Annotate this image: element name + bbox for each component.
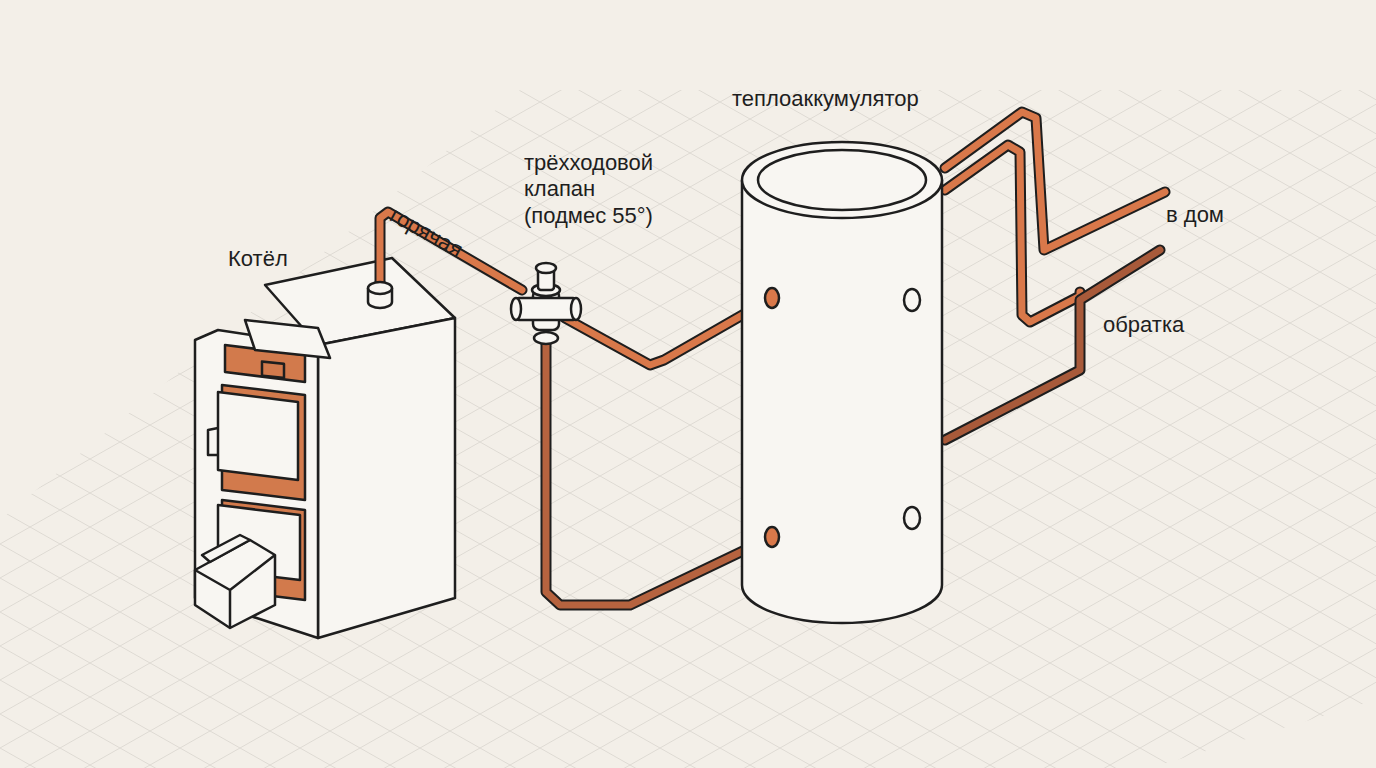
three-way-valve (511, 263, 581, 344)
valve-label: трёхходовой клапан (подмес 55°) (524, 150, 674, 229)
heat-accumulator (742, 142, 942, 623)
return-label: обратка (1103, 312, 1184, 338)
boiler (195, 258, 455, 638)
tank-label: теплоаккумулятор (732, 86, 919, 112)
boiler-outlet (368, 282, 392, 308)
boiler-label: Котёл (228, 246, 288, 272)
outlet-label: в дом (1166, 202, 1224, 228)
floor-grid (0, 90, 1376, 768)
